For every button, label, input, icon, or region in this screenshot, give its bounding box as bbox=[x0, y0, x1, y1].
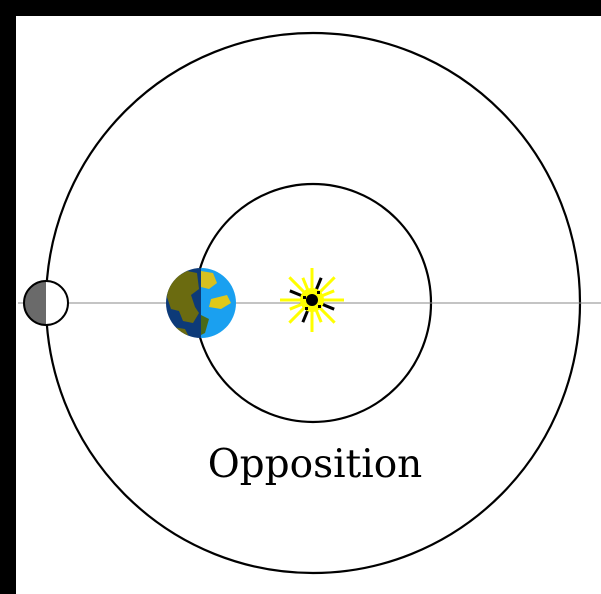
diagram-caption: Opposition bbox=[208, 442, 423, 487]
sun-center bbox=[306, 294, 318, 306]
planet-icon bbox=[23, 280, 69, 326]
sun-speckle bbox=[303, 296, 306, 299]
sun-speckle bbox=[305, 307, 308, 310]
sun-speckle bbox=[318, 305, 321, 308]
sun-icon bbox=[280, 268, 344, 332]
sun-speckle bbox=[317, 291, 320, 294]
